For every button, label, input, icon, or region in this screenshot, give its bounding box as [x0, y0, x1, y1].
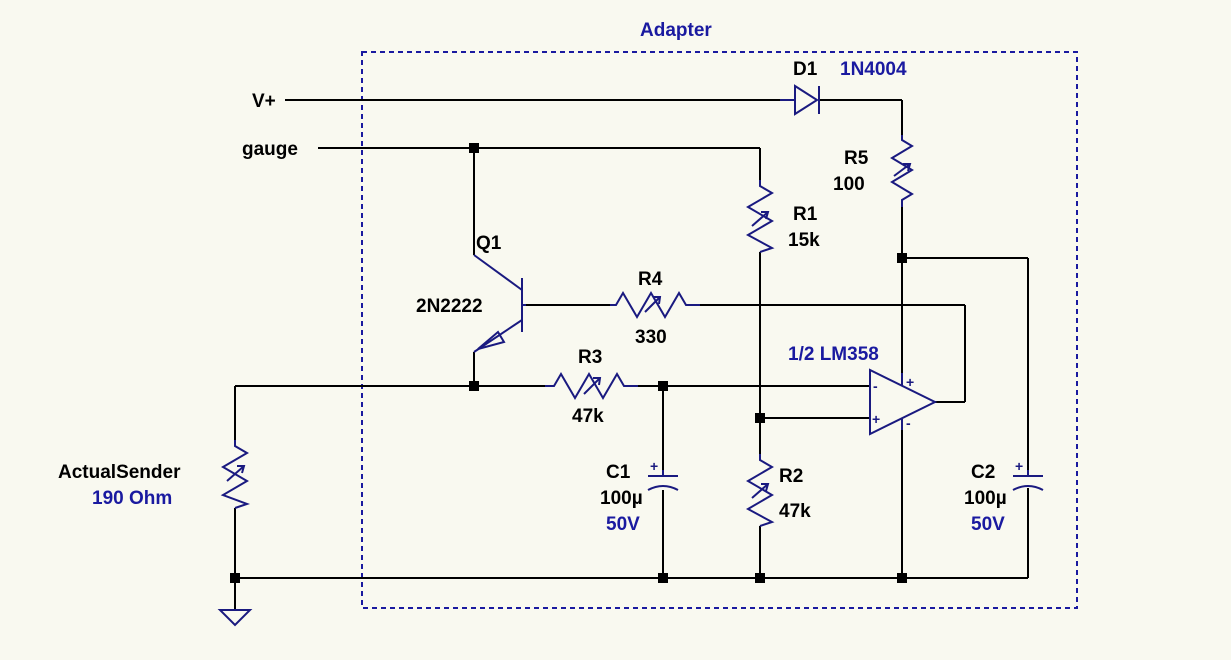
junction-node: [755, 573, 765, 583]
transistor-q1: [473, 254, 526, 353]
net-label-gauge: gauge: [242, 139, 298, 160]
r3-ref: R3: [578, 347, 602, 368]
opamp-noninverting-sign: +: [872, 411, 880, 427]
opamp-vcc-sign: +: [906, 374, 914, 390]
r3-value: 47k: [572, 406, 604, 427]
resistor-r4: [610, 291, 700, 319]
c1-plus: +: [650, 458, 658, 474]
c2-ref: C2: [971, 462, 995, 483]
junction-node: [658, 573, 668, 583]
resistor-actual-sender: [220, 440, 250, 509]
junction-node: [469, 381, 479, 391]
diode-d1: [780, 84, 820, 116]
c2-rating: 50V: [971, 514, 1005, 535]
capacitor-c1: [647, 470, 679, 491]
resistor-r1: [745, 180, 775, 253]
c1-value: 100µ: [600, 488, 643, 509]
resistor-r5: [890, 135, 914, 207]
r5-value: 100: [833, 174, 865, 195]
junction-node: [658, 381, 668, 391]
junction-node: [897, 253, 907, 263]
capacitor-c2: [1012, 470, 1044, 491]
wires: [234, 99, 1029, 610]
d1-value: 1N4004: [840, 59, 907, 80]
resistor-r2: [745, 454, 775, 527]
r2-value: 47k: [779, 501, 811, 522]
r4-value: 330: [635, 327, 667, 348]
r4-ref: R4: [638, 269, 663, 290]
ground-icon: [217, 609, 253, 627]
opamp-value: 1/2 LM358: [788, 344, 879, 365]
junction-node: [897, 573, 907, 583]
r1-value: 15k: [788, 230, 820, 251]
r1-ref: R1: [793, 204, 818, 225]
junction-node: [755, 413, 765, 423]
r2-ref: R2: [779, 466, 803, 487]
opamp-lm358: [869, 368, 938, 436]
sender-ref: ActualSender: [58, 462, 181, 483]
net-label-supply: V+: [252, 91, 276, 112]
junction-node: [469, 143, 479, 153]
opamp-vee-sign: -: [906, 415, 911, 431]
junction-node: [230, 573, 240, 583]
opamp-inverting-sign: -: [873, 378, 878, 394]
c2-plus: +: [1015, 458, 1023, 474]
c1-rating: 50V: [606, 514, 640, 535]
resistor-r3: [545, 372, 638, 400]
q1-value: 2N2222: [416, 296, 483, 317]
r5-ref: R5: [844, 148, 869, 169]
d1-ref: D1: [793, 59, 818, 80]
c1-ref: C1: [606, 462, 631, 483]
sender-value: 190 Ohm: [92, 488, 172, 509]
adapter-title: Adapter: [640, 20, 712, 41]
adapter-boundary: [361, 51, 1078, 609]
q1-ref: Q1: [476, 233, 502, 254]
c2-value: 100µ: [964, 488, 1007, 509]
junction-nodes: [230, 143, 907, 583]
